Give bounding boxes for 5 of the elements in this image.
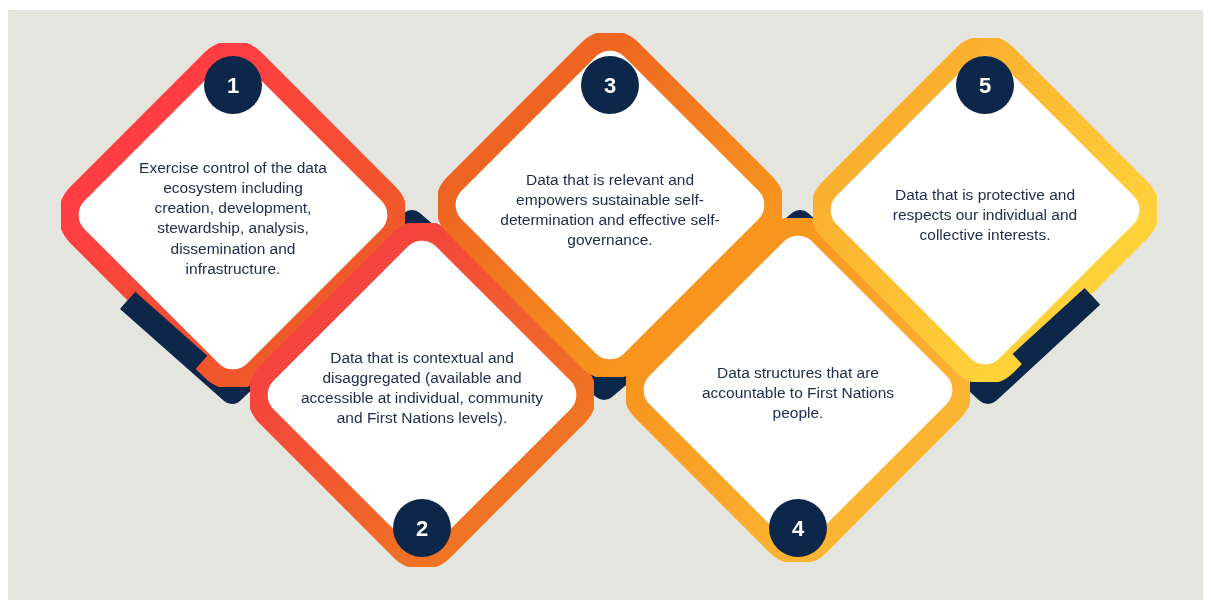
description-text: Data that is protective and respects our individual and collective interests. xyxy=(891,185,1079,246)
description-text: Exercise control of the data ecosystem including creation, development, stewardship, analysis, dissemination and infrastructure. xyxy=(138,158,328,279)
description-text: Data that is contextual and disaggregated (available and accessible at individual, community and First Nations levels). xyxy=(299,348,545,429)
description-text: Data that is relevant and empowers sustainable self-determination and effective self-governance. xyxy=(499,170,721,251)
description-text: Data structures that are accountable to First Nations people. xyxy=(700,363,896,424)
